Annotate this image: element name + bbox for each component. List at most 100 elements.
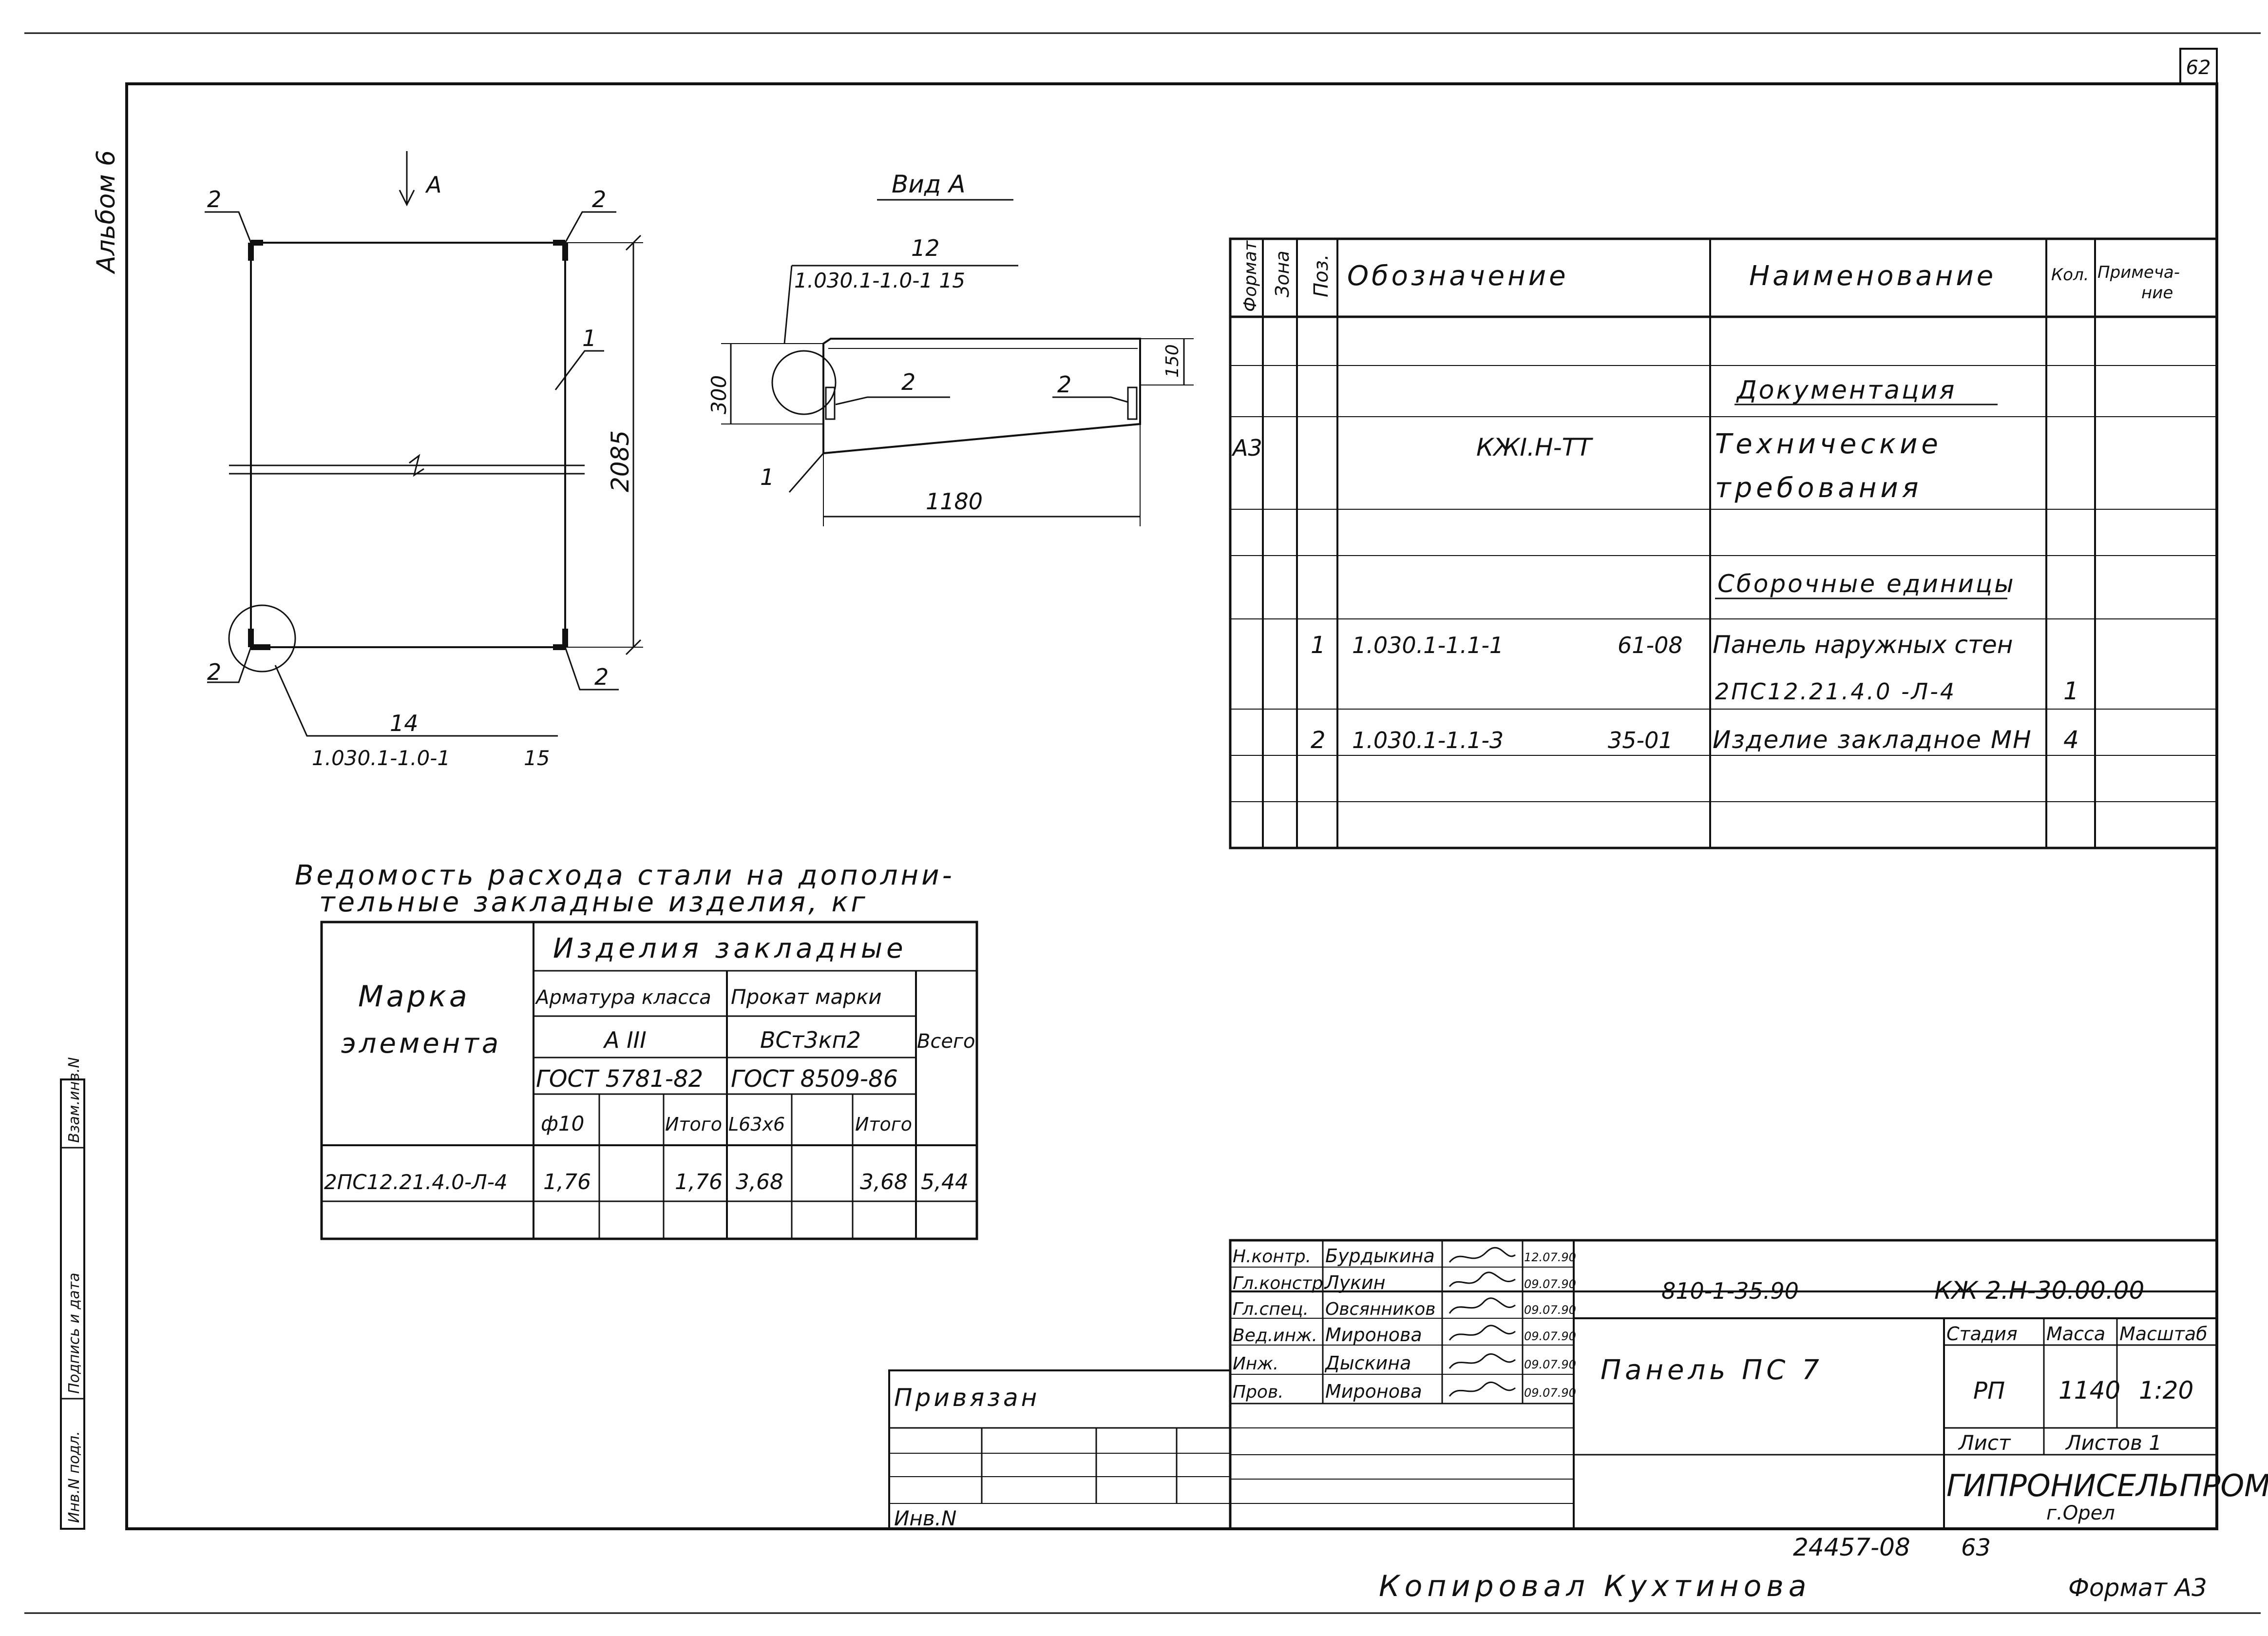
steel-table: Ведомость расхода стали на дополни- тель… — [295, 860, 978, 1240]
tb-org: ГИПРОНИСЕЛЬПРОМ — [1946, 1468, 2268, 1503]
steel-col-mark-2: элемента — [341, 1028, 501, 1059]
spec-header-note-1: Примеча- — [2097, 263, 2180, 282]
plan-ref-sheet: 15 — [524, 746, 550, 770]
spec-table: Формат Зона Поз. Обозначение Наименовани… — [1229, 237, 2218, 849]
spec-item2-designation: 1.030.1-1.1-3 — [1352, 727, 1504, 753]
spec-header-format: Формат — [1240, 240, 1260, 312]
spec-item1-qty: 1 — [2063, 677, 2079, 705]
steel-row-phi10: 1,76 — [543, 1170, 591, 1194]
spec-doc-format: А3 — [1231, 435, 1262, 461]
page-number: 62 — [2186, 57, 2211, 79]
view-a-title: Вид А — [892, 170, 965, 198]
signature-2 — [1448, 1297, 1516, 1314]
steel-sub-itogo: Итого — [665, 1114, 722, 1135]
spec-doc-name-1: Технические — [1715, 428, 1942, 460]
spec-section-docs: Документация — [1736, 376, 1956, 405]
plan-ref-code: 1.030.1-1.0-1 — [312, 746, 450, 770]
view-a-ref-number: 12 — [911, 235, 940, 261]
tb-name-2: Овсянников — [1325, 1299, 1435, 1319]
signature-4 — [1448, 1353, 1516, 1369]
side-stamp-inv: Инв.N подл. — [66, 1431, 83, 1523]
tb-role-4: Инж. — [1233, 1354, 1278, 1374]
signature-5 — [1448, 1381, 1516, 1397]
steel-rolled-grade: ВСт3кп2 — [760, 1027, 861, 1053]
steel-title-2: тельные закладные изделия, кг — [319, 886, 868, 918]
tb-name-1: Лукин — [1324, 1272, 1386, 1293]
steel-sub-itogo2: Итого — [855, 1114, 912, 1135]
dim-1180: 1180 — [926, 488, 983, 515]
dim-300: 300 — [707, 375, 731, 414]
view-a-callout-2-right: 2 — [1057, 371, 1071, 398]
tb-role-3: Вед.инж. — [1233, 1326, 1317, 1346]
tb-scale: 1:20 — [2139, 1376, 2193, 1405]
tb-mass: 1140 — [2058, 1376, 2120, 1405]
view-a: Вид А 12 1.030.1-1.0-1 15 300 150 1180 2… — [707, 170, 1194, 526]
tb-title: Панель ПС 7 — [1601, 1354, 1823, 1386]
tb-stage: РП — [1973, 1377, 2005, 1405]
view-a-callout-1: 1 — [760, 464, 774, 490]
tb-role-0: Н.контр. — [1233, 1247, 1311, 1267]
height-dimension: 2085 — [606, 430, 634, 492]
tb-role-1: Гл.констр. — [1233, 1273, 1329, 1293]
view-a-detail-circle — [771, 350, 837, 415]
page-number-box — [2179, 48, 2218, 85]
footer-archive: 24457-08 — [1793, 1533, 1910, 1561]
plan-drawing: А 2 2 2 2 1 2085 14 1.030.1-1.0-1 15 — [205, 151, 643, 770]
tb-sheet-label: Лист — [1958, 1431, 2011, 1455]
tb-date-1: 09.07.90 — [1524, 1277, 1576, 1291]
spec-header-designation: Обозначение — [1347, 260, 1569, 292]
footer-format: Формат А3 — [2068, 1574, 2207, 1602]
tb-name-4: Дыскина — [1324, 1352, 1411, 1374]
spec-item1-name-2: 2ПС12.21.4.0 -Л-4 — [1715, 678, 1956, 705]
spec-header-pos: Поз. — [1310, 254, 1333, 297]
steel-row-angle: 3,68 — [736, 1170, 783, 1194]
tb-name-5: Миронова — [1325, 1381, 1422, 1402]
spec-section-assemblies: Сборочные единицы — [1717, 570, 2016, 598]
side-stamp-replace: Взам.инв.N — [66, 1057, 83, 1143]
signature-1 — [1448, 1271, 1516, 1287]
signature-3 — [1448, 1325, 1516, 1341]
steel-group: Изделия закладные — [553, 933, 907, 964]
spec-doc-name-2: требования — [1715, 472, 1922, 504]
spec-item1-designation: 1.030.1-1.1-1 — [1352, 632, 1504, 658]
title-block: Привязан Инв.N Н.контр. Гл.констр. Гл.сп… — [888, 1239, 2268, 1530]
side-stamp-signature: Подпись и дата — [66, 1273, 83, 1394]
view-a-ref-code: 1.030.1-1.0-1 15 — [794, 269, 965, 292]
steel-row-itogo1: 1,76 — [675, 1170, 723, 1194]
tb-date-3: 09.07.90 — [1524, 1329, 1576, 1343]
tb-date-5: 09.07.90 — [1524, 1386, 1576, 1400]
callout-2-top-right: 2 — [592, 186, 606, 212]
title-inv: Инв.N — [894, 1506, 956, 1530]
view-a-callout-2-left: 2 — [901, 369, 915, 395]
spec-header-zone: Зона — [1272, 250, 1293, 297]
spec-item2-pos: 2 — [1311, 727, 1326, 754]
callout-2-bottom-left: 2 — [207, 659, 221, 685]
album-label: Альбом 6 — [92, 150, 121, 274]
steel-title-1: Ведомость расхода стали на дополни- — [295, 860, 955, 891]
tb-role-5: Пров. — [1233, 1382, 1284, 1402]
tb-role-2: Гл.спец. — [1233, 1299, 1309, 1319]
tb-date-0: 12.07.90 — [1524, 1251, 1576, 1264]
tb-project-code: 810-1-35.90 — [1661, 1278, 1799, 1304]
side-stamp: Инв.N подл. Подпись и дата Взам.инв.N — [60, 1057, 85, 1530]
view-arrow-label: А — [425, 172, 441, 198]
spec-item2-name: Изделие закладное МН — [1713, 726, 2032, 754]
tb-name-3: Миронова — [1325, 1324, 1422, 1346]
footer-copied: Копировал Кухтинова — [1379, 1569, 1811, 1603]
drawing-frame — [125, 82, 2218, 1530]
steel-row-mark: 2ПС12.21.4.0-Л-4 — [324, 1170, 508, 1194]
dim-150: 150 — [1163, 344, 1182, 378]
detail-circle — [228, 604, 296, 673]
spec-item1-pos: 1 — [1311, 632, 1326, 659]
signature-0 — [1448, 1247, 1516, 1263]
section-outline — [822, 338, 1141, 455]
steel-total: Всего — [917, 1030, 975, 1053]
tb-drawing-code: КЖ 2.Н-30.00.00 — [1934, 1276, 2144, 1305]
footer-page: 63 — [1961, 1534, 1991, 1561]
tb-date-4: 09.07.90 — [1524, 1358, 1576, 1371]
spec-header-note-2: ние — [2141, 283, 2173, 303]
steel-row-total: 5,44 — [921, 1170, 969, 1194]
title-privyazan: Привязан — [894, 1384, 1040, 1412]
steel-col-mark-1: Марка — [358, 980, 470, 1014]
